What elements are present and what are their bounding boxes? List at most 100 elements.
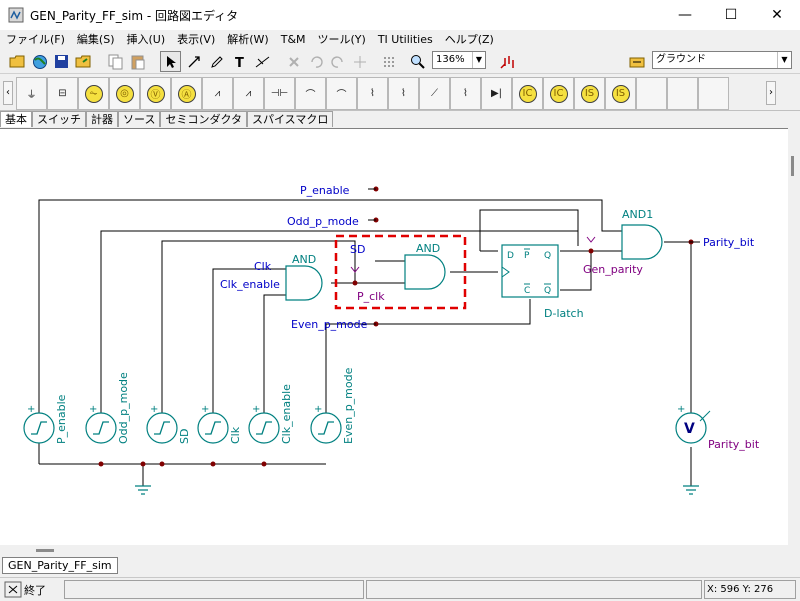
current-controlled-source-part-icon[interactable]: IC	[543, 77, 574, 110]
pointer-icon[interactable]	[160, 51, 181, 72]
voltmeter-part-icon[interactable]: Ⓥ	[140, 77, 171, 110]
ammeter-part-icon[interactable]: Ⓐ	[171, 77, 202, 110]
voltage-source[interactable]: +P_enable	[23, 394, 68, 444]
schematic-svg[interactable]: P_enable Odd_p_mode Clk Clk_enable Even_…	[0, 129, 788, 546]
switch-part-icon[interactable]: ⟋	[419, 77, 450, 110]
scroll-left-button[interactable]: ‹	[3, 81, 13, 105]
sheet-tab-active[interactable]: GEN_Parity_FF_sim	[2, 557, 118, 574]
inductor-part-icon[interactable]: ⌒	[295, 77, 326, 110]
and-gate-and1[interactable]: AND1	[621, 208, 663, 260]
paste-icon[interactable]	[127, 51, 148, 72]
wire-sd[interactable]	[161, 240, 356, 423]
schematic-canvas[interactable]: P_enable Odd_p_mode Clk Clk_enable Even_…	[0, 128, 788, 545]
transformer2-part-icon[interactable]: ⌇	[388, 77, 419, 110]
menu-analysis[interactable]: 解析(W)	[227, 33, 269, 46]
ground-symbols	[135, 485, 699, 495]
tab-switch[interactable]: スイッチ	[32, 111, 86, 127]
cursor-coordinates: X: 596 Y: 276	[707, 584, 774, 595]
menu-file[interactable]: ファイル(F)	[6, 33, 65, 46]
resistor-part-icon[interactable]: ⩘	[202, 77, 233, 110]
voltage-source[interactable]: +Even_p_mode	[310, 367, 355, 444]
voltage-source-part-icon[interactable]: ⏦	[78, 77, 109, 110]
probe-icon[interactable]	[496, 51, 517, 72]
symbol-icon[interactable]	[252, 51, 273, 72]
potentiometer-part-icon[interactable]: ⩘	[233, 77, 264, 110]
coupled-inductor-part-icon[interactable]: ⌒	[326, 77, 357, 110]
ground-select[interactable]: グラウンド ▼	[652, 51, 792, 69]
end-button[interactable]: 終了	[4, 580, 46, 599]
step-waveform-icon	[93, 421, 109, 435]
globe-icon[interactable]	[29, 51, 50, 72]
current-source-part-icon[interactable]: ◎	[109, 77, 140, 110]
undo-icon[interactable]	[305, 51, 326, 72]
voltage-source[interactable]: +Clk_enable	[248, 384, 293, 444]
voltage-source[interactable]: +SD	[146, 404, 191, 444]
minimize-button[interactable]: —	[678, 7, 692, 23]
menu-view[interactable]: 表示(V)	[177, 33, 216, 46]
junction-icon[interactable]	[349, 51, 370, 72]
horizontal-scrollbar[interactable]	[0, 545, 788, 557]
voltage-source[interactable]: +Odd_p_mode	[85, 372, 130, 444]
ground-symbol	[135, 485, 151, 495]
scroll-right-button[interactable]: ›	[766, 81, 776, 105]
tab-semiconductors[interactable]: セミコンダクタ	[160, 111, 248, 127]
menu-help[interactable]: ヘルプ(Z)	[444, 33, 494, 46]
status-box-2	[366, 580, 702, 599]
tab-sources[interactable]: ソース	[118, 111, 161, 127]
source-plus: +	[201, 404, 209, 415]
zoom-icon[interactable]	[407, 51, 428, 72]
wire-latch-qbar[interactable]	[560, 251, 592, 291]
cccs-part-icon[interactable]: IS	[605, 77, 636, 110]
grid-icon[interactable]	[378, 51, 399, 72]
tab-spice-macros[interactable]: スパイスマクロ	[247, 111, 334, 127]
save-icon[interactable]	[51, 51, 72, 72]
variable-resistor-glyph: ⌇	[463, 88, 468, 99]
close-button[interactable]: ✕	[771, 7, 783, 23]
cccs-glyph: IS	[611, 84, 630, 103]
diode-part-icon[interactable]: ▶|	[481, 77, 512, 110]
junction-dot	[140, 461, 146, 467]
switch-glyph: ⟋	[431, 88, 438, 99]
wire-clk-enable[interactable]	[263, 294, 286, 423]
pencil-icon[interactable]	[206, 51, 227, 72]
d-latch[interactable]: D P Q C Q D-latch	[501, 244, 584, 320]
menu-tm[interactable]: T&M	[280, 32, 306, 46]
redo-icon[interactable]	[327, 51, 348, 72]
wire-icon[interactable]	[183, 51, 204, 72]
wire-even-p-mode[interactable]	[325, 299, 531, 423]
tab-meters[interactable]: 計器	[86, 111, 118, 127]
text-icon[interactable]: T	[229, 51, 250, 72]
tab-basic[interactable]: 基本	[0, 111, 32, 127]
copy-icon[interactable]	[105, 51, 126, 72]
voltage-source[interactable]: +Clk	[197, 404, 242, 444]
menu-tools[interactable]: ツール(Y)	[317, 33, 366, 46]
variable-resistor-part-icon[interactable]: ⌇	[450, 77, 481, 110]
vertical-scrollbar[interactable]	[788, 128, 800, 545]
menu-insert[interactable]: 挿入(U)	[126, 33, 166, 46]
ground-select-icon[interactable]	[626, 51, 647, 72]
delete-icon[interactable]	[283, 51, 304, 72]
wire-clk[interactable]	[212, 268, 286, 423]
voltmeter[interactable]: V + Parity_bit	[675, 404, 760, 451]
wire-p-enable[interactable]	[38, 199, 622, 423]
open-folder-icon[interactable]	[7, 51, 28, 72]
d-latch-label: D-latch	[544, 307, 584, 320]
transformer-part-icon[interactable]: ⌇	[357, 77, 388, 110]
net-label-even-p-mode: Even_p_mode	[291, 318, 368, 331]
vcvs-part-icon[interactable]: IS	[574, 77, 605, 110]
open-icon[interactable]	[73, 51, 94, 72]
wire-odd-p-mode[interactable]	[100, 230, 579, 423]
ground-glyph: ⏚	[26, 90, 37, 101]
ground-part-icon[interactable]: ⏚	[16, 77, 47, 110]
and-gate-mid[interactable]: AND	[404, 242, 446, 290]
and-gate-left[interactable]: AND	[285, 253, 323, 301]
voltage-controlled-source-part-icon[interactable]: IC	[512, 77, 543, 110]
capacitor-part-icon[interactable]: ⊣⊢	[264, 77, 295, 110]
menu-edit[interactable]: 編集(S)	[76, 33, 115, 46]
maximize-button[interactable]: ☐	[724, 7, 738, 23]
menu-ti-utilities[interactable]: TI Utilities	[377, 32, 433, 46]
wire-feedback-top[interactable]	[479, 209, 579, 251]
zoom-select[interactable]: 136% ▼	[432, 51, 486, 69]
battery-part-icon[interactable]: ⊟	[47, 77, 78, 110]
